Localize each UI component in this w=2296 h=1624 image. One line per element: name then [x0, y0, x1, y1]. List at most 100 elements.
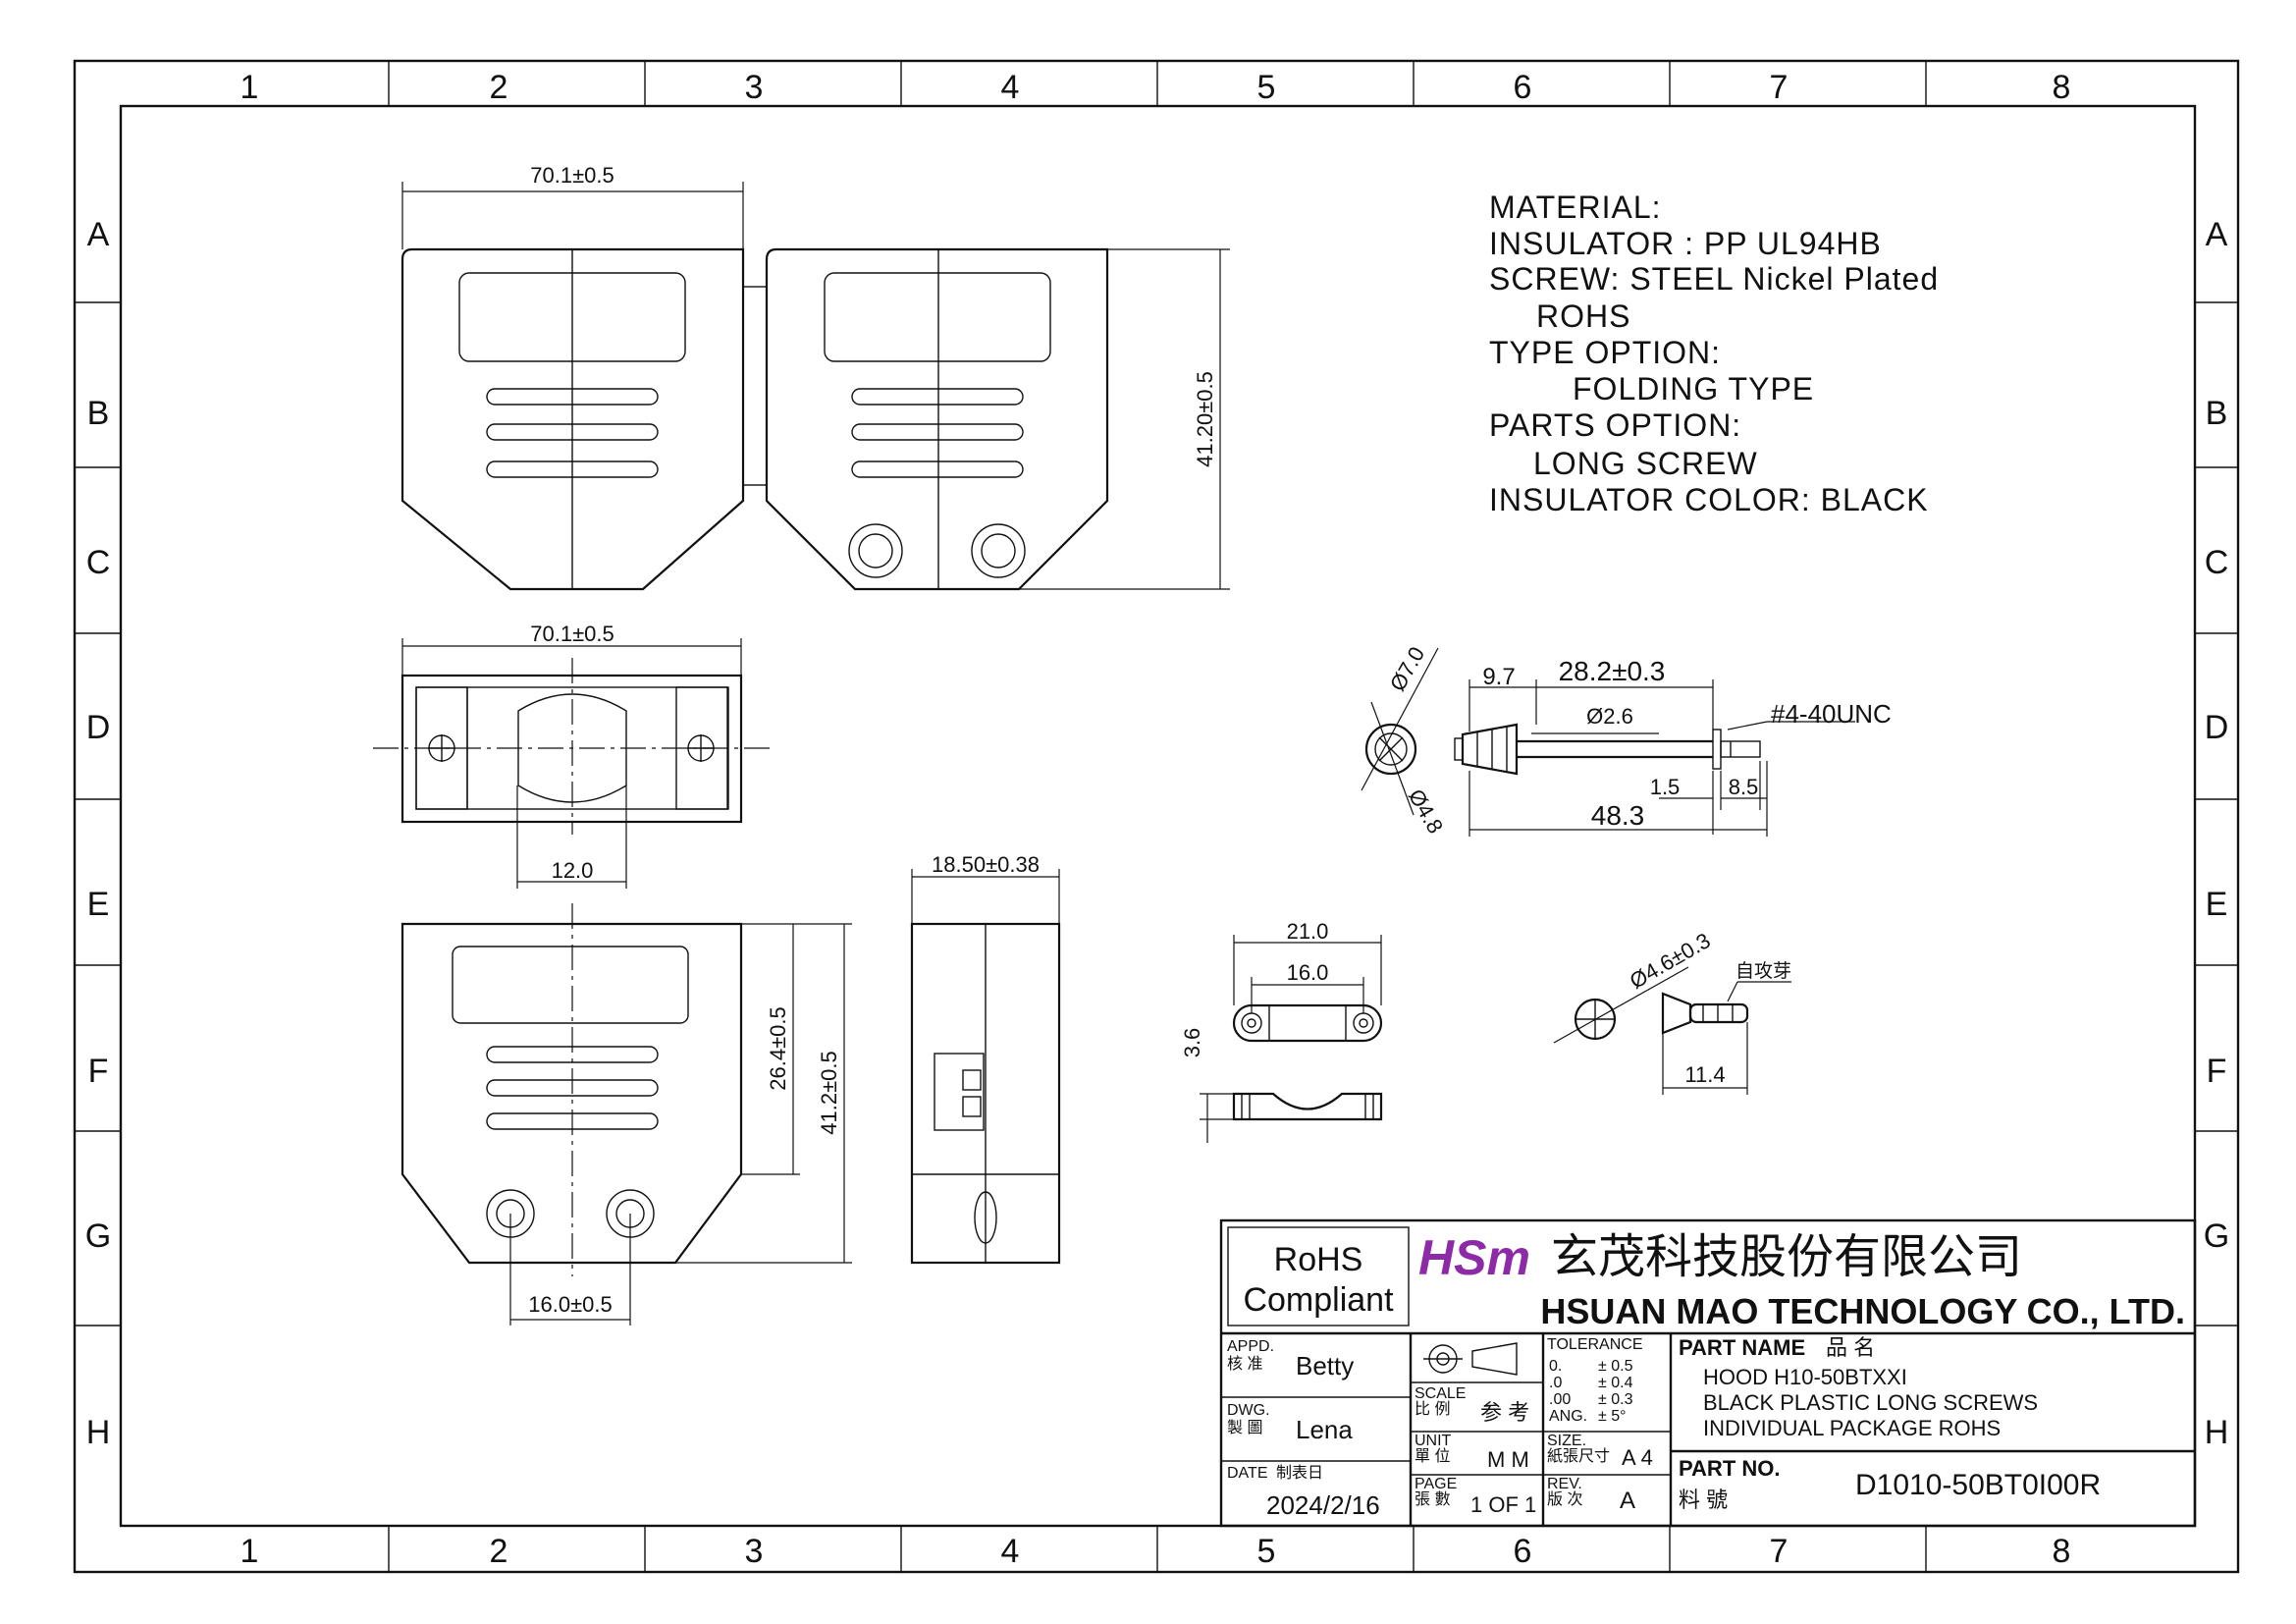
dim-front-hole-pitch: 16.0±0.5 — [528, 1292, 612, 1317]
scale-label-cn: 比 例 — [1415, 1400, 1450, 1418]
dim-clip-inner: 16.0 — [1287, 960, 1329, 985]
zone-row-left: H — [86, 1414, 111, 1451]
zone-col-top: 6 — [1514, 69, 1532, 106]
zone-labels-left: A B C D E F G H — [85, 216, 111, 1451]
zone-labels-right: A B C D E F G H — [2204, 216, 2229, 1451]
dim-screw-small-dia: Ø4.8 — [1404, 785, 1449, 838]
zone-labels-top: 1 2 3 4 5 6 7 8 — [240, 69, 2071, 106]
front-view-dimensions: 26.4±0.5 41.2±0.5 16.0±0.5 — [509, 923, 852, 1326]
dim-top-width: 70.1±0.5 — [530, 163, 614, 188]
tol-value: ± 0.5 — [1598, 1358, 1633, 1375]
clip-dimensions: 21.0 16.0 3.6 — [1180, 919, 1382, 1143]
note-folding-type: FOLDING TYPE — [1573, 371, 1814, 406]
title-block-text: RoHS Compliant HSm 玄茂科技股份有限公司 HSUAN MAO … — [1227, 1230, 2185, 1520]
company-name-cn: 玄茂科技股份有限公司 — [1551, 1231, 2022, 1283]
note-parts-option: PARTS OPTION: — [1489, 407, 1741, 443]
zone-row-left: B — [87, 395, 110, 432]
rohs-line1: RoHS — [1274, 1241, 1363, 1278]
outer-frame — [73, 59, 2240, 1574]
note-material: MATERIAL: — [1489, 189, 1662, 225]
appd-label-cn: 核 准 — [1227, 1355, 1262, 1373]
page-label: PAGE — [1415, 1476, 1457, 1492]
dim-mid-width: 70.1±0.5 — [530, 622, 614, 646]
dwg-name: Lena — [1296, 1415, 1353, 1444]
zone-row-right: H — [2205, 1414, 2229, 1451]
tapping-screw-dimensions: Ø4.6±0.3 自攻芽 11.4 — [1626, 928, 1791, 1095]
tol-value: ± 5° — [1598, 1408, 1627, 1425]
unit-label: UNIT — [1415, 1433, 1452, 1449]
zone-col-bottom: 8 — [2053, 1533, 2071, 1570]
page-value: 1 OF 1 — [1470, 1492, 1536, 1517]
note-insulator: INSULATOR : PP UL94HB — [1489, 226, 1882, 261]
side-view-hood — [910, 922, 1061, 1265]
note-long-screw: LONG SCREW — [1533, 446, 1758, 481]
dwg-label: DWG. — [1227, 1402, 1270, 1419]
dim-screw-thread: #4-40UNC — [1771, 699, 1892, 729]
side-view-dimensions: 18.50±0.38 — [911, 852, 1060, 924]
part-no-value: D1010-50BT0I00R — [1855, 1469, 2101, 1501]
zone-col-top: 3 — [745, 69, 764, 106]
zone-dividers — [75, 61, 2238, 1572]
zone-row-left: G — [85, 1218, 111, 1255]
dim-top-height: 41.20±0.5 — [1193, 371, 1217, 467]
zone-row-right: G — [2204, 1218, 2229, 1255]
zone-row-right: B — [2206, 395, 2228, 432]
dim-screw-shaft-dia: Ø2.6 — [1586, 704, 1633, 729]
company-logo: HSm — [1418, 1230, 1530, 1285]
note-type-option: TYPE OPTION: — [1489, 335, 1721, 370]
dim-screw-head-dia: Ø7.0 — [1385, 642, 1430, 695]
part-no-label: PART NO. — [1679, 1456, 1780, 1481]
top-view-dimensions: 70.1±0.5 41.20±0.5 — [401, 163, 1230, 590]
tolerance-label: TOLERANCE — [1547, 1336, 1643, 1353]
zone-col-bottom: 1 — [240, 1533, 259, 1570]
zone-row-right: C — [2205, 544, 2229, 581]
dim-front-inner-h: 26.4±0.5 — [766, 1006, 790, 1090]
dim-tap-dia: Ø4.6±0.3 — [1626, 928, 1715, 994]
size-label-cn: 紙張尺寸 — [1547, 1447, 1610, 1465]
note-insulator-color: INSULATOR COLOR: BLACK — [1489, 482, 1929, 517]
zone-col-bottom: 4 — [1001, 1533, 1020, 1570]
dim-screw-c: 1.5 — [1650, 775, 1681, 799]
tol-key: .0 — [1549, 1375, 1562, 1391]
zone-col-bottom: 5 — [1257, 1533, 1276, 1570]
size-value: A 4 — [1622, 1445, 1653, 1470]
zone-labels-bottom: 1 2 3 4 5 6 7 8 — [240, 1533, 2071, 1570]
long-screw — [1361, 647, 1761, 816]
front-view-hood — [400, 903, 743, 1276]
dwg-label-cn: 製 圖 — [1227, 1419, 1262, 1436]
zone-col-bottom: 6 — [1514, 1533, 1532, 1570]
title-block — [1219, 1218, 2197, 1528]
end-view-hood — [373, 658, 775, 835]
page-label-cn: 張 數 — [1415, 1490, 1450, 1508]
tapping-screw — [1553, 966, 1749, 1044]
material-notes: MATERIAL: INSULATOR : PP UL94HB SCREW: S… — [1489, 189, 1938, 517]
dim-clip-h: 3.6 — [1180, 1028, 1204, 1058]
tol-value: ± 0.3 — [1598, 1391, 1633, 1408]
zone-row-right: F — [2207, 1053, 2227, 1090]
zone-col-top: 7 — [1770, 69, 1789, 106]
tol-key: ANG. — [1549, 1408, 1587, 1425]
scale-label: SCALE — [1415, 1385, 1466, 1402]
rev-label-cn: 版 次 — [1547, 1490, 1582, 1508]
long-screw-dimensions: Ø7.0 Ø4.8 9.7 28.2±0.3 Ø2.6 #4-40UNC 1.5… — [1385, 642, 1892, 838]
zone-row-left: C — [86, 544, 111, 581]
clip-part — [1232, 1003, 1383, 1121]
top-view-open-hood — [400, 247, 1109, 591]
zone-col-top: 5 — [1257, 69, 1276, 106]
part-name-line2: BLACK PLASTIC LONG SCREWS — [1703, 1390, 2038, 1415]
size-label: SIZE. — [1547, 1433, 1586, 1449]
dim-tap-len: 11.4 — [1684, 1062, 1725, 1087]
tol-value: ± 0.4 — [1598, 1375, 1633, 1391]
note-rohs: ROHS — [1536, 298, 1630, 334]
part-name-label: PART NAME — [1679, 1335, 1805, 1360]
date-label: DATE — [1227, 1465, 1267, 1482]
part-name-label-cn: 品 名 — [1826, 1335, 1875, 1360]
end-view-dimensions: 70.1±0.5 12.0 — [401, 622, 742, 889]
dim-mid-gap: 12.0 — [552, 858, 594, 883]
zone-row-left: D — [86, 709, 111, 746]
tol-key: 0. — [1549, 1358, 1562, 1375]
tol-key: .00 — [1549, 1391, 1571, 1408]
zone-col-top: 2 — [490, 69, 508, 106]
rev-label: REV. — [1547, 1476, 1582, 1492]
